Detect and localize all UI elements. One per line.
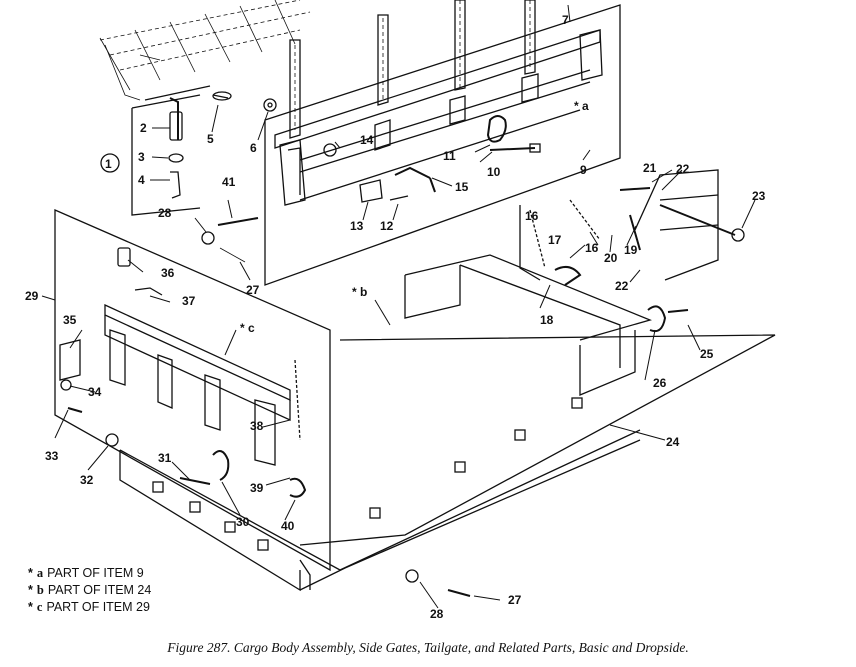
callout-27a: 27 — [246, 283, 260, 297]
figure-caption: Figure 287. Cargo Body Assembly, Side Ga… — [167, 640, 689, 655]
legend-key: b — [36, 583, 44, 597]
side-gate-panel — [264, 0, 621, 286]
callout-1: 1 — [105, 157, 112, 171]
callout-2: 2 — [140, 121, 147, 135]
callout-4: 4 — [138, 173, 145, 187]
callout-22a: 22 — [676, 162, 690, 176]
cargo-rack-top-left — [99, 0, 311, 101]
callout-20: 20 — [604, 251, 618, 265]
callout-38: 38 — [250, 419, 264, 433]
small-parts-bottom — [405, 569, 471, 597]
callout-29: 29 — [25, 289, 39, 303]
legend-star: * — [28, 600, 33, 614]
callout-30: 30 — [236, 515, 250, 529]
callout-6: 6 — [250, 141, 257, 155]
callout-16a: 16 — [525, 209, 539, 223]
callout-5: 5 — [207, 132, 214, 146]
callout-10: 10 — [487, 165, 501, 179]
inset-panel-left — [100, 85, 211, 216]
callout-11: 11 — [443, 149, 456, 163]
callout-3: 3 — [138, 150, 145, 164]
callout-28a: 28 — [158, 206, 172, 220]
callout-40: 40 — [281, 519, 295, 533]
callout-37: 37 — [182, 294, 196, 308]
callout-26: 26 — [653, 376, 667, 390]
callout-15: 15 — [455, 180, 469, 194]
callout-18: 18 — [540, 313, 554, 327]
callout-24: 24 — [666, 435, 680, 449]
callout-17: 17 — [548, 233, 562, 247]
legend-key: c — [36, 600, 43, 614]
callout-34: 34 — [88, 385, 102, 399]
legend-text: PART OF ITEM 9 — [47, 566, 144, 580]
legend-star: * — [28, 566, 33, 580]
callout-star-a: * a — [574, 99, 589, 113]
callout-9: 9 — [580, 163, 587, 177]
callout-22b: 22 — [615, 279, 629, 293]
callout-35: 35 — [63, 313, 77, 327]
callout-7: 7 — [562, 13, 569, 27]
callout-39: 39 — [250, 481, 264, 495]
callout-36: 36 — [161, 266, 175, 280]
callout-21: 21 — [643, 161, 657, 175]
legend-key: a — [36, 566, 44, 580]
tailgate-panel — [54, 209, 331, 572]
callout-star-b: * b — [352, 285, 367, 299]
callout-31: 31 — [158, 451, 172, 465]
callout-14: 14 — [360, 133, 374, 147]
leader-lines — [41, 4, 756, 609]
legend-text: PART OF ITEM 24 — [47, 583, 152, 597]
small-parts-5-6 — [201, 91, 277, 263]
callout-41: 41 — [222, 175, 236, 189]
callout-19: 19 — [624, 243, 638, 257]
callout-23: 23 — [752, 189, 766, 203]
callout-28b: 28 — [430, 607, 444, 621]
callout-32: 32 — [80, 473, 94, 487]
cargo-body-bed — [119, 169, 776, 592]
callout-27b: 27 — [508, 593, 522, 607]
callout-labels: 1 2 3 4 5 6 7 9 10 11 12 13 14 15 16 16 … — [25, 13, 766, 621]
callout-33: 33 — [45, 449, 59, 463]
callout-16b: 16 — [585, 241, 599, 255]
callout-13: 13 — [350, 219, 364, 233]
legend-text: PART OF ITEM 29 — [46, 600, 150, 614]
callout-25: 25 — [700, 347, 714, 361]
callout-star-c: * c — [240, 321, 255, 335]
callout-12: 12 — [380, 219, 394, 233]
legend-star: * — [28, 583, 33, 597]
